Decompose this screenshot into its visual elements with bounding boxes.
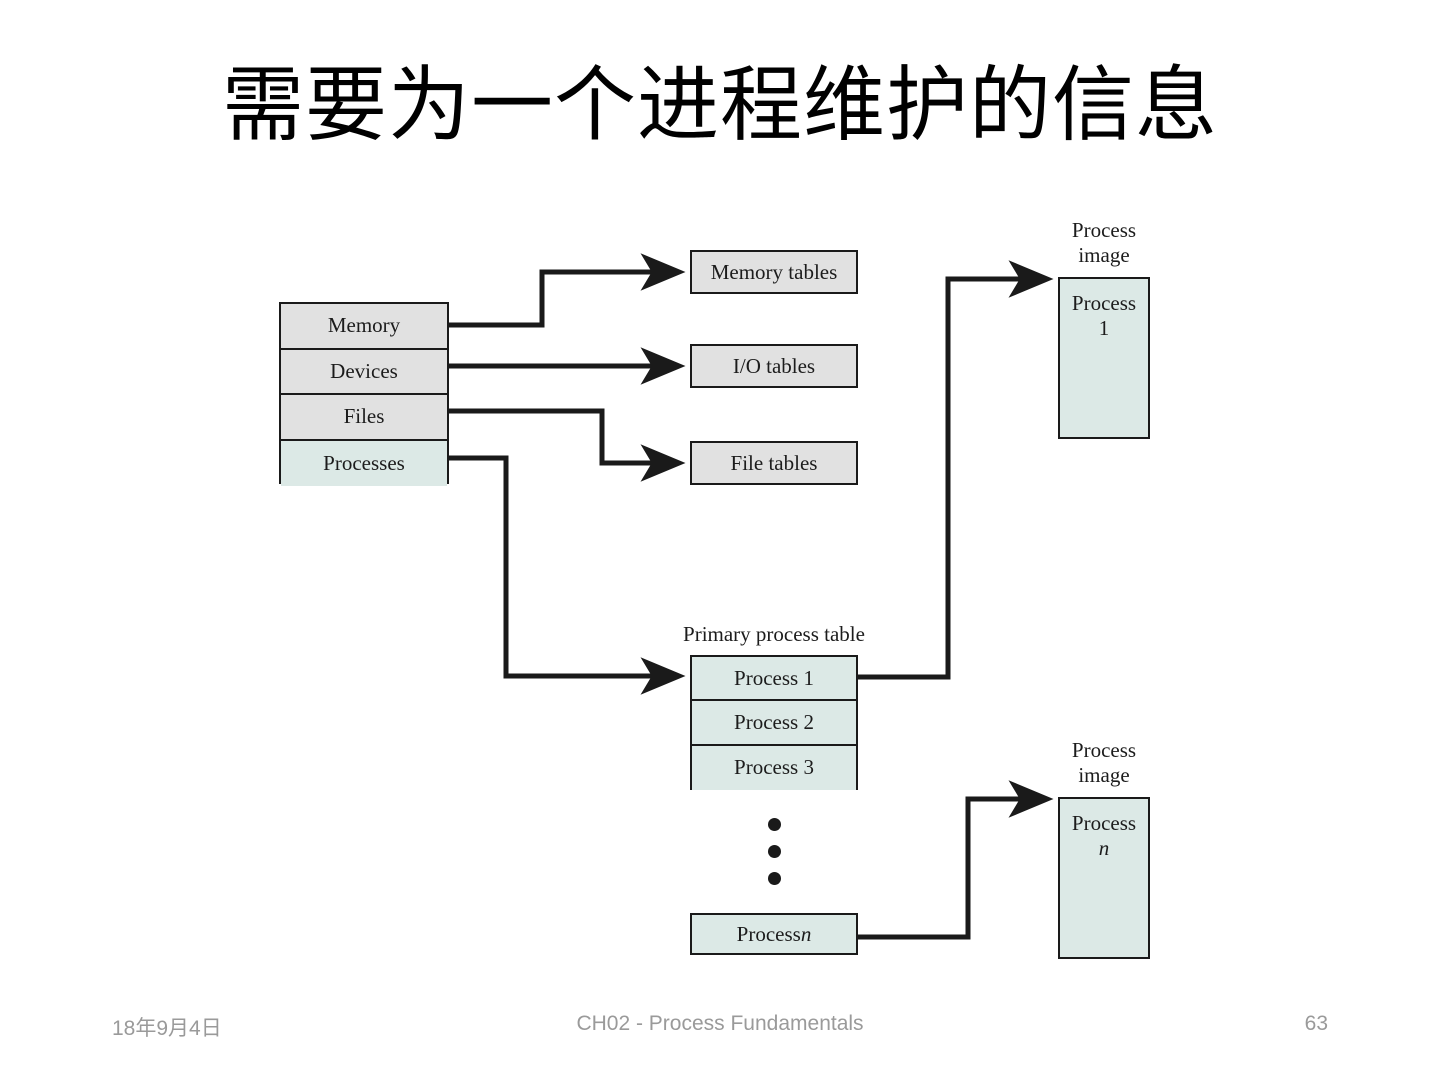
process-table-row-1: Process 1	[692, 657, 856, 702]
process-n-label-italic: n	[800, 921, 812, 946]
process-image-1-caption: Process image	[1071, 218, 1137, 267]
process-image-n-line1: Process	[1071, 811, 1137, 835]
connector-lines	[449, 253, 1054, 940]
ellipsis-dot	[767, 872, 781, 885]
process-image-n-caption: Process image	[1071, 738, 1137, 787]
resource-row-files: Files	[281, 395, 447, 441]
wire-process1-to-image1	[858, 260, 1054, 680]
process-table-row-2: Process 2	[692, 701, 856, 746]
wire-processn-to-imagen	[858, 780, 1054, 940]
vertical-ellipsis-dots	[766, 818, 782, 885]
wire-memory-to-memory-tables	[449, 253, 686, 328]
file-tables-box: File tables	[690, 441, 858, 485]
process-table-row-n: Process n	[690, 913, 858, 955]
ellipsis-dot	[767, 818, 781, 831]
resource-stack: Memory Devices Files Processes	[279, 302, 449, 486]
memory-tables-box: Memory tables	[690, 250, 858, 294]
wire-files-to-file-tables	[449, 408, 686, 482]
process-image-n-line2: n	[1098, 836, 1110, 860]
footer-date: 18年9月4日	[112, 1017, 222, 1040]
process-image-1-line1: Process	[1071, 291, 1137, 315]
process-image-1-box: Process 1	[1058, 277, 1150, 439]
process-image-1-line2: 1	[1098, 316, 1110, 340]
process-n-label-prefix: Process	[736, 921, 801, 946]
primary-process-table: Process 1 Process 2 Process 3	[690, 655, 858, 790]
primary-process-table-caption: Primary process table	[683, 622, 865, 646]
footer-title: CH02 - Process Fundamentals	[576, 1012, 864, 1035]
resource-row-processes: Processes	[281, 440, 447, 486]
resource-row-memory: Memory	[281, 304, 447, 350]
page-title: 需要为一个进程维护的信息	[221, 58, 1218, 153]
slide-footer: 18年9月4日 CH02 - Process Fundamentals 63	[0, 1012, 1440, 1052]
process-image-n-box: Process n	[1058, 797, 1150, 959]
process-table-row-3: Process 3	[692, 745, 856, 790]
ellipsis-dot	[767, 845, 781, 858]
process-tables-diagram: Memory Devices Files Processes Memory ta…	[279, 218, 1150, 959]
io-tables-box: I/O tables	[690, 344, 858, 388]
resource-row-devices: Devices	[281, 349, 447, 395]
footer-page-number: 63	[1304, 1012, 1328, 1035]
